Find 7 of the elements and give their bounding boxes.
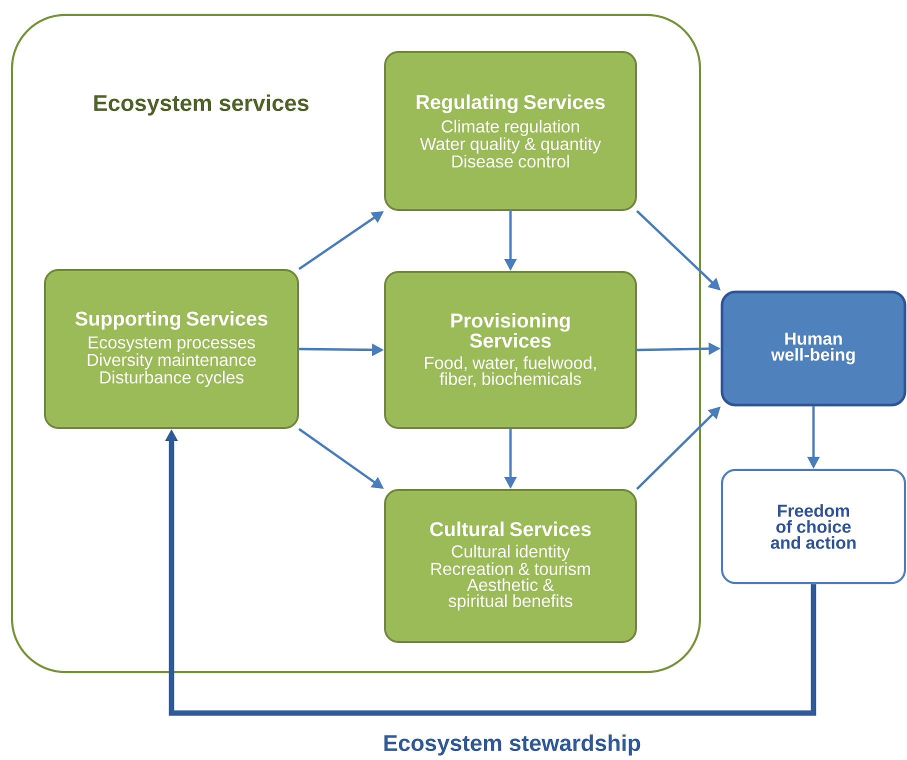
service-box: Supporting Services Ecosystem processes Diversity maintenance Disturbance cycles [44, 269, 300, 429]
edge-label: Ecosystem stewardship [384, 734, 640, 756]
service-box: Regulating Services Climate regulation Water quality & quantity Disease control [384, 51, 637, 211]
outcome-box: Human well-being [720, 290, 906, 406]
outcome-box: Freedom of choice and action [720, 468, 906, 584]
service-box: Cultural Services Cultural identity Recreation & tourism Aesthetic & spiritual benefits [384, 489, 637, 643]
service-box: Provisioning Services Food, water, fuelwood, fiber, biochemicals [384, 271, 637, 429]
